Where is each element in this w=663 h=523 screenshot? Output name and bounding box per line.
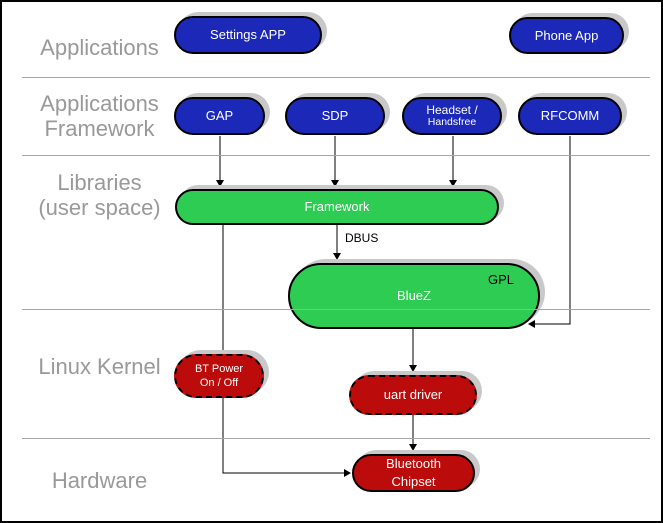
node-bluetooth-chipset: Bluetooth Chipset [352,454,475,492]
node-settings-app: Settings APP [174,16,322,54]
node-bt-power-on-off: BT Power On / Off [174,354,264,398]
layer-label-applications: Applications [2,35,197,60]
node-label: Phone App [534,27,599,43]
layer-label-line: Framework [44,116,155,141]
gpl-license-badge: GPL [487,272,514,287]
layer-divider-framework [22,155,650,156]
node-label: SDP [321,108,349,124]
arrow-framework-to-bluez-dbus [333,224,341,260]
node-sublabel: Chipset [391,474,436,489]
layer-label-line: Linux Kernel [38,354,161,379]
node-rfcomm: RFCOMM [518,97,622,135]
node-label: uart driver [383,387,443,403]
node-label: RFCOMM [540,108,600,124]
node-label: BT Power [194,362,244,375]
node-phone-app: Phone App [509,17,624,54]
node-uart-driver: uart driver [349,375,477,415]
arrow-gap-to-framework [216,136,224,187]
arrow-bluez-to-uart-driver [409,328,417,372]
dbus-edge-label: DBUS [345,231,379,245]
node-label: Framework [304,199,370,215]
layer-label-line: Applications [40,91,159,116]
arrow-framework-to-bluetooth-chipset [222,224,351,477]
node-sdp: SDP [285,97,385,135]
node-label: BlueZ [397,288,431,304]
arrow-uart-driver-to-bluetooth-chipset [409,414,417,451]
layer-label-line: Hardware [51,468,148,493]
node-label: Headset / [426,102,478,117]
layer-label-applications-framework: Applications Framework [2,91,197,141]
node-bluez: BlueZ GPL [288,263,540,329]
layer-divider-applications [22,77,650,78]
layer-label-line: Applications [40,35,159,60]
arrow-headset-to-framework [449,136,457,187]
layer-label-hardware: Hardware [2,468,197,493]
layer-divider-userspace-kernel [22,309,650,310]
node-sublabel: On / Off [199,377,239,389]
layer-label-libraries-user-space: Libraries (user space) [2,170,197,220]
node-label: Settings APP [210,27,286,43]
arrow-rfcomm-to-bluez [528,136,571,328]
layer-label-linux-kernel: Linux Kernel [2,354,197,379]
arrow-sdp-to-framework [331,136,339,187]
layer-divider-kernel-hardware [22,438,650,439]
node-gap: GAP [174,97,265,135]
node-headset-handsfree: Headset / Handsfree [402,97,502,135]
layer-label-line: Libraries [57,170,142,195]
node-label: Bluetooth [386,456,441,472]
node-label: GAP [205,108,234,124]
node-framework: Framework [175,189,499,225]
node-sublabel: Handsfree [427,115,477,128]
layer-label-line: (user space) [38,195,161,220]
